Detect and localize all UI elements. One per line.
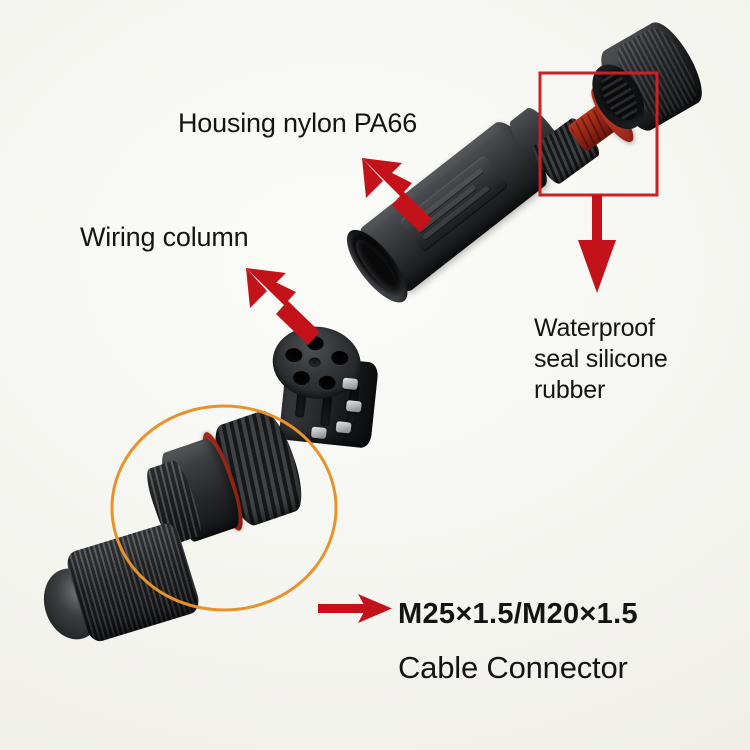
- label-wiring-column: Wiring column: [80, 222, 249, 252]
- label-waterproof-seal-silicone-rubber: Waterproof seal silicone rubber: [534, 314, 668, 404]
- terminal-hole: [284, 347, 304, 364]
- terminal-screw: [342, 377, 359, 391]
- terminal-hole: [292, 370, 311, 387]
- terminal-hole: [317, 375, 337, 391]
- label-thread-spec: M25×1.5/M20×1.5: [398, 598, 638, 630]
- label-product-name: Cable Connector: [398, 650, 628, 685]
- terminal-screw: [335, 421, 352, 434]
- terminal-hole: [306, 335, 325, 352]
- terminal-screw: [345, 400, 362, 413]
- arrow-to-thread-spec: [318, 594, 392, 623]
- label-housing-nylon-pa66: Housing nylon PA66: [178, 108, 418, 138]
- terminal-hole: [330, 350, 349, 366]
- terminal-hole-center: [308, 356, 322, 369]
- arrow-to-seal: [578, 195, 616, 293]
- terminal-screw: [310, 426, 327, 440]
- cap-nut-bottom-part: [31, 520, 204, 656]
